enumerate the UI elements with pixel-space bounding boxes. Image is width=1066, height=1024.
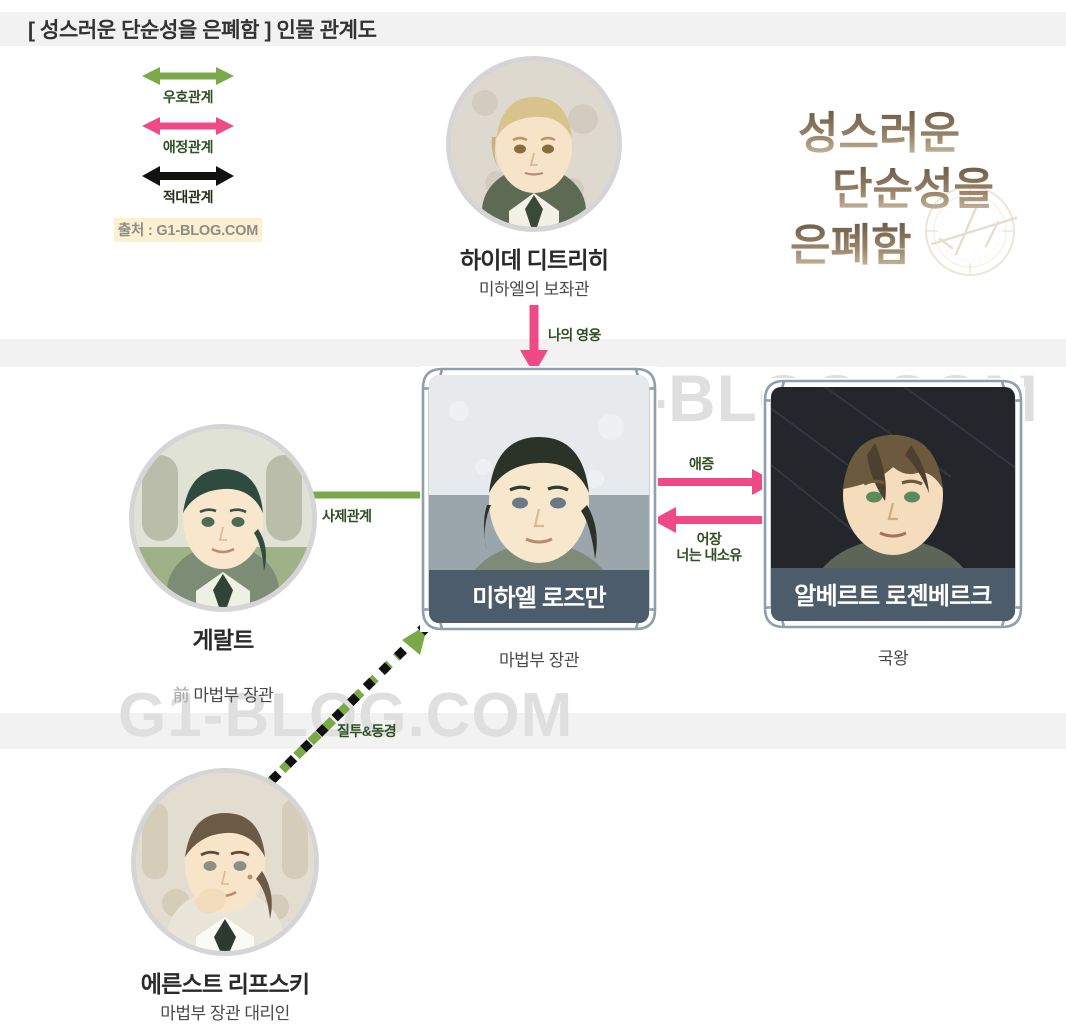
relation-label-master-disciple: 사제관계: [322, 508, 372, 524]
relationship-legend: 우호관계 애정관계 적대관계 출처 : G1-BLOG.COM: [88, 64, 288, 242]
double-arrow-pink-icon: [88, 114, 288, 138]
character-node-michael[interactable]: 미하엘 로즈만 마법부 장관: [420, 366, 658, 671]
character-node-geralt[interactable]: 게랄트 前 마법부 장관: [108, 424, 338, 706]
double-arrow-green-icon: [88, 64, 288, 88]
logo-line-2: 단순성을: [832, 165, 994, 214]
character-role-ernst: 마법부 장관 대리인: [160, 1004, 290, 1023]
legend-item-romantic: 애정관계: [88, 114, 288, 157]
character-role-albert: 국왕: [877, 649, 909, 668]
character-name-michael: 미하엘 로즈만: [429, 570, 649, 623]
character-role-haide: 미하엘의 보좌관: [478, 280, 590, 299]
character-role-text-geralt: 마법부 장관: [193, 686, 274, 705]
card-frame-michael: 미하엘 로즈만: [420, 366, 658, 632]
character-name-haide: 하이데 디트리히: [459, 247, 609, 273]
portrait-ernst: [131, 768, 319, 956]
source-credit: 출처 : G1-BLOG.COM: [113, 218, 263, 242]
character-role-michael: 마법부 장관: [499, 651, 579, 670]
character-node-albert[interactable]: 알베르트 로젠베르크 국왕: [762, 378, 1024, 669]
character-name-geralt: 게랄트: [192, 627, 254, 653]
character-role-prefix-geralt: 前: [172, 686, 190, 705]
page-title: [ 성스러운 단순성을 은폐함 ] 인물 관계도: [28, 19, 377, 42]
portrait-geralt: [129, 424, 317, 612]
connector-albert-to-michael: [652, 507, 776, 533]
portrait-haide: [446, 56, 622, 232]
relation-label-possession-line2: 너는 내소유: [676, 547, 742, 564]
background-band-lower: [0, 713, 1066, 749]
logo-line-1: 성스러운: [798, 109, 960, 158]
card-frame-albert: 알베르트 로젠베르크: [762, 378, 1024, 630]
legend-label-romantic: 애정관계: [162, 139, 214, 155]
character-name-albert: 알베르트 로젠베르크: [771, 568, 1015, 621]
legend-item-friendly: 우호관계: [88, 64, 288, 107]
logo-line-3: 은폐함: [790, 221, 911, 270]
relation-label-possession: 어장 너는 내소유: [666, 531, 752, 563]
compass-airplane-motif: [925, 186, 1018, 276]
legend-label-friendly: 우호관계: [162, 89, 214, 105]
background-band-top: [0, 12, 1066, 46]
character-node-haide[interactable]: 하이데 디트리히 미하엘의 보좌관: [423, 56, 645, 300]
legend-label-hostile: 적대관계: [162, 189, 214, 205]
portrait-michael: 미하엘 로즈만: [429, 375, 649, 623]
relation-label-envy-admiration: 질투&동경: [337, 723, 397, 739]
double-arrow-black-icon: [88, 164, 288, 188]
relation-label-possession-line1: 어장: [696, 531, 722, 547]
relation-label-my-hero: 나의 영웅: [548, 327, 601, 343]
legend-item-hostile: 적대관계: [88, 164, 288, 207]
character-name-ernst: 에른스트 리프스키: [140, 971, 310, 997]
relation-label-love-hate: 애증: [689, 456, 714, 472]
portrait-albert: 알베르트 로젠베르크: [771, 387, 1015, 621]
connector-michael-to-albert: [654, 469, 776, 495]
series-logo: 성스러운 단순성을 은폐함: [780, 96, 1050, 281]
character-node-ernst[interactable]: 에른스트 리프스키 마법부 장관 대리인: [100, 768, 350, 1024]
character-role-geralt: 前 마법부 장관: [108, 681, 338, 706]
